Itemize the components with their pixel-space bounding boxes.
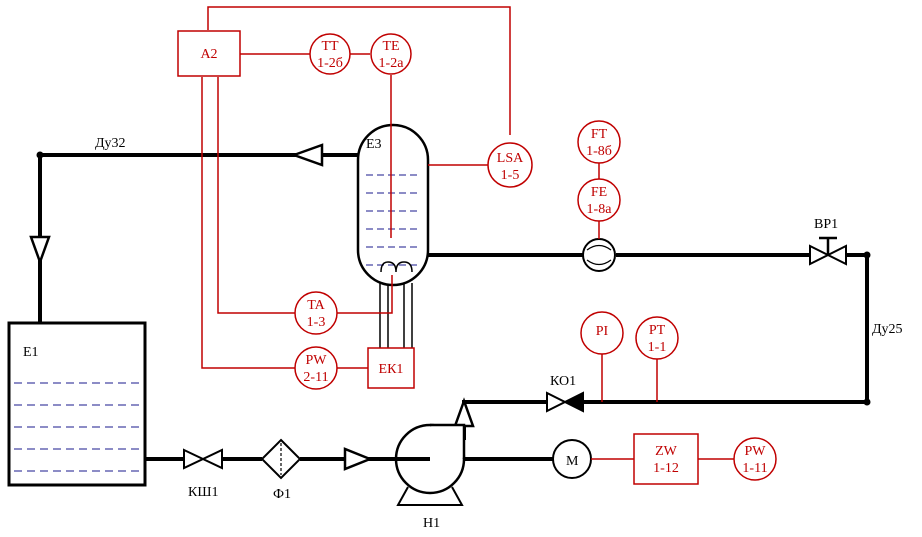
flow-arrow-right-icon: [343, 447, 374, 471]
instrument-te: TE 1-2а: [370, 33, 412, 75]
pipe-junction-dot: [36, 151, 44, 159]
instrument-lsa: LSA 1-5: [487, 142, 533, 188]
valve-vr1: ВР1: [809, 217, 847, 266]
tank-e1-body: [7, 321, 147, 487]
signal-ta-to-heater: [337, 275, 393, 314]
flow-arrow-up-icon: [453, 397, 475, 428]
heater-ek1: ЕК1: [367, 347, 415, 389]
flowmeter-inner: [586, 244, 612, 266]
instrument-lsa-line1: LSA: [497, 151, 524, 166]
pump-h1-label: Н1: [423, 516, 440, 531]
instrument-tt-line2: 1-2б: [317, 56, 343, 71]
heater-tube: [379, 283, 413, 348]
instrument-pi: PI: [580, 311, 624, 355]
instrument-te-line1: TE: [382, 39, 399, 54]
instrument-pw-2-11-line2: 2-11: [303, 370, 328, 385]
tank-e1-label: E1: [23, 345, 39, 360]
instrument-fe-line1: FE: [591, 185, 607, 200]
valve-ksh1-label: КШ1: [188, 485, 218, 500]
tank-e3-label: E3: [366, 137, 382, 152]
instrument-bubble: [635, 316, 679, 360]
instrument-fe-line2: 1-8а: [587, 202, 613, 217]
motor-label: М: [566, 454, 579, 469]
instrument-pt: PT 1-1: [635, 316, 679, 360]
instrument-lsa-line2: 1-5: [501, 168, 520, 183]
instrument-te-line2: 1-2а: [379, 56, 405, 71]
heater-ek1-label: ЕК1: [379, 362, 404, 377]
instrument-ft-line1: FT: [591, 127, 608, 142]
instrument-tt-line1: TT: [321, 39, 339, 54]
controller-a2: А2: [177, 30, 241, 77]
flowmeter: [582, 238, 616, 272]
filter-f1-label: Ф1: [273, 487, 291, 502]
instrument-pt-line2: 1-1: [648, 340, 667, 355]
check-valve-ko1: КО1: [546, 374, 584, 413]
instrument-bubble: [577, 178, 621, 222]
instrument-fe: FE 1-8а: [577, 178, 621, 222]
tank-e3: E3: [356, 123, 430, 287]
tank-e3-body: [356, 123, 430, 287]
instrument-bubble: [580, 311, 624, 355]
pipe-vr1-to-du25: [583, 253, 869, 404]
instrument-bubble: [309, 33, 351, 75]
instrument-pw-1-11: PW 1-11: [733, 437, 777, 481]
instrument-pw-1-11-line2: 1-11: [742, 461, 767, 476]
valve-ksh1: КШ1: [183, 448, 223, 500]
instrument-bubble: [294, 291, 338, 335]
pipe-du25-label: Ду25: [872, 322, 903, 337]
instrument-bubble: [577, 120, 621, 164]
pump-discharge: [430, 423, 466, 459]
controller-a2-box: [177, 30, 241, 77]
instrument-zw: ZW 1-12: [633, 433, 699, 485]
instrument-pw-1-11-line1: PW: [745, 444, 767, 459]
pipe-junction-dot: [863, 398, 871, 406]
instrument-zw-line1: ZW: [655, 444, 678, 459]
instrument-tt: TT 1-2б: [309, 33, 351, 75]
heater-ek1-box: [367, 347, 415, 389]
check-valve-fill: [565, 393, 583, 411]
instrument-ta-line1: TA: [307, 298, 325, 313]
flowmeter-icon: [582, 238, 616, 272]
tank-e3-heater-coil: [380, 261, 413, 273]
flow-arrows: [29, 143, 475, 471]
signal-a2-to-pw2: [201, 77, 295, 369]
motor-m: М: [552, 439, 592, 479]
instrument-bubble: [294, 346, 338, 390]
pump-h1: Н1: [370, 423, 466, 531]
valve-actuator: [819, 236, 837, 255]
valve-vr1-label: ВР1: [814, 217, 838, 232]
instrument-pw-2-11-line1: PW: [306, 353, 328, 368]
instrument-ta-line2: 1-3: [307, 315, 326, 330]
signal-a2-to-ta: [217, 77, 295, 314]
filter-f1: Ф1: [260, 438, 302, 502]
flow-arrow-left-icon: [290, 143, 324, 167]
instrument-ft: FT 1-8б: [577, 120, 621, 164]
instrument-pw-2-11: PW 2-11: [294, 346, 338, 390]
instrument-pi-line1: PI: [596, 324, 609, 339]
instrument-ta: TA 1-3: [294, 291, 338, 335]
instrument-bubble: [733, 437, 777, 481]
instrument-zw-line2: 1-12: [653, 461, 679, 476]
signal-a2-to-lsa: [207, 6, 511, 135]
pump-base: [396, 486, 464, 506]
pipe-junction-dot: [863, 251, 871, 259]
instrument-bubble: [487, 142, 533, 188]
instrument-zw-box: [633, 433, 699, 485]
instrument-pt-line1: PT: [649, 323, 666, 338]
process-piping: [36, 151, 871, 461]
pipe-du32-label: Ду32: [95, 136, 126, 151]
flow-arrow-down-icon: [29, 235, 51, 266]
ball-valve-icon: [183, 448, 223, 470]
instrument-bubble: [370, 33, 412, 75]
check-valve-ko1-label: КО1: [550, 374, 576, 389]
signal-lines: [201, 6, 734, 460]
tank-e3-liquid-levels: [366, 174, 420, 266]
instrument-ft-line2: 1-8б: [586, 144, 612, 159]
tank-e1: E1: [7, 321, 147, 487]
controller-a2-label: А2: [200, 47, 217, 62]
pipe-ko1-to-pump: [462, 400, 547, 440]
